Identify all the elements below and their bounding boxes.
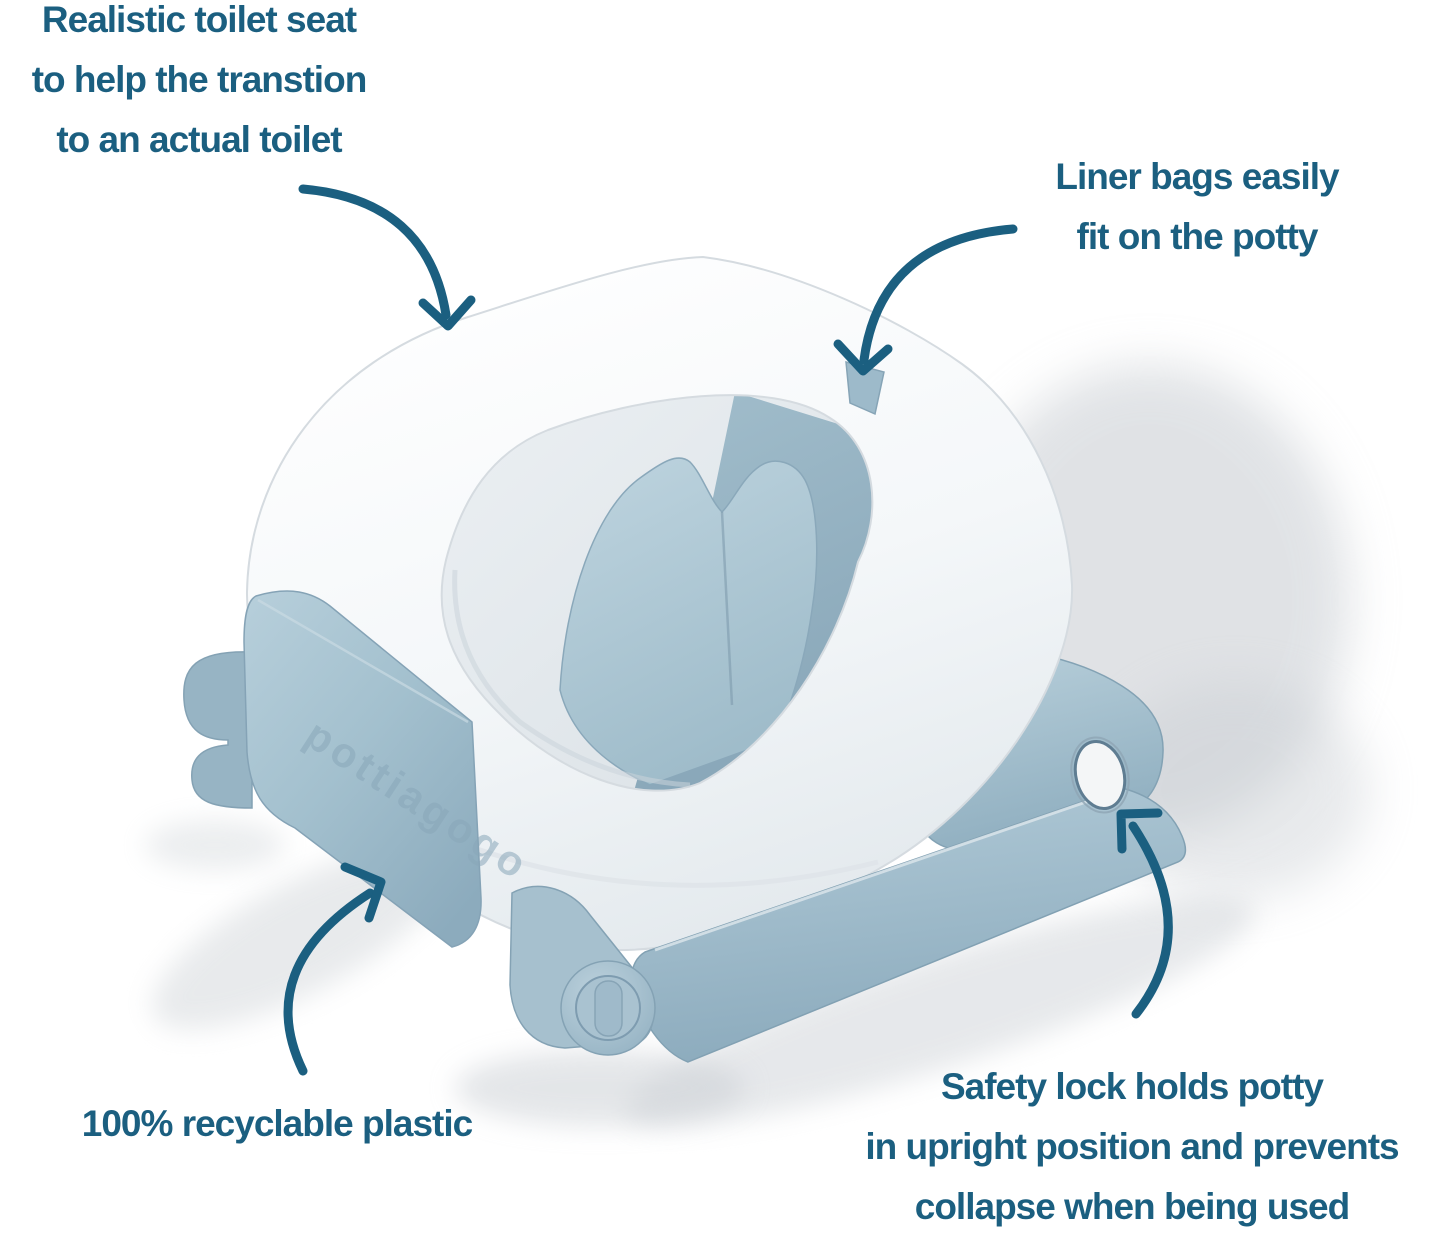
callout-line: in upright position and prevents <box>865 1126 1399 1167</box>
callout-line: to help the transtion <box>31 59 368 100</box>
callout-recyclable-plastic: 100% recyclable plastic <box>27 1094 527 1154</box>
bar-top-highlight <box>654 789 1119 952</box>
front-hinge <box>509 885 656 1056</box>
safety-lock-button <box>1070 736 1130 814</box>
hinge-lug <box>183 651 253 809</box>
callout-line: Realistic toilet seat <box>41 0 357 40</box>
panel-top-highlight <box>257 598 469 724</box>
callout-line: fit on the potty <box>1076 216 1319 257</box>
callout-safety-lock: Safety lock holds potty in upright posit… <box>812 1057 1445 1237</box>
hole-interior <box>441 395 873 791</box>
callout-line: Liner bags easily <box>1055 156 1339 197</box>
seat-inner-shading <box>452 569 691 788</box>
callout-line: Safety lock holds potty <box>940 1066 1324 1107</box>
callout-line: collapse when being used <box>914 1186 1351 1227</box>
hinge-release-pill <box>594 980 623 1037</box>
side-panel <box>243 590 482 948</box>
callout-line: 100% recyclable plastic <box>81 1103 473 1144</box>
callout-liner-bags: Liner bags easily fit on the potty <box>987 147 1407 267</box>
callout-line: to an actual toilet <box>56 119 342 160</box>
arrow-to-safety-lock <box>1116 808 1173 1019</box>
arrow-to-plastic-panel <box>283 862 386 1076</box>
arrow-to-seat <box>298 184 476 331</box>
arrow-to-liner-area <box>833 224 1018 376</box>
callout-realistic-seat: Realistic toilet seat to help the transt… <box>0 0 409 170</box>
